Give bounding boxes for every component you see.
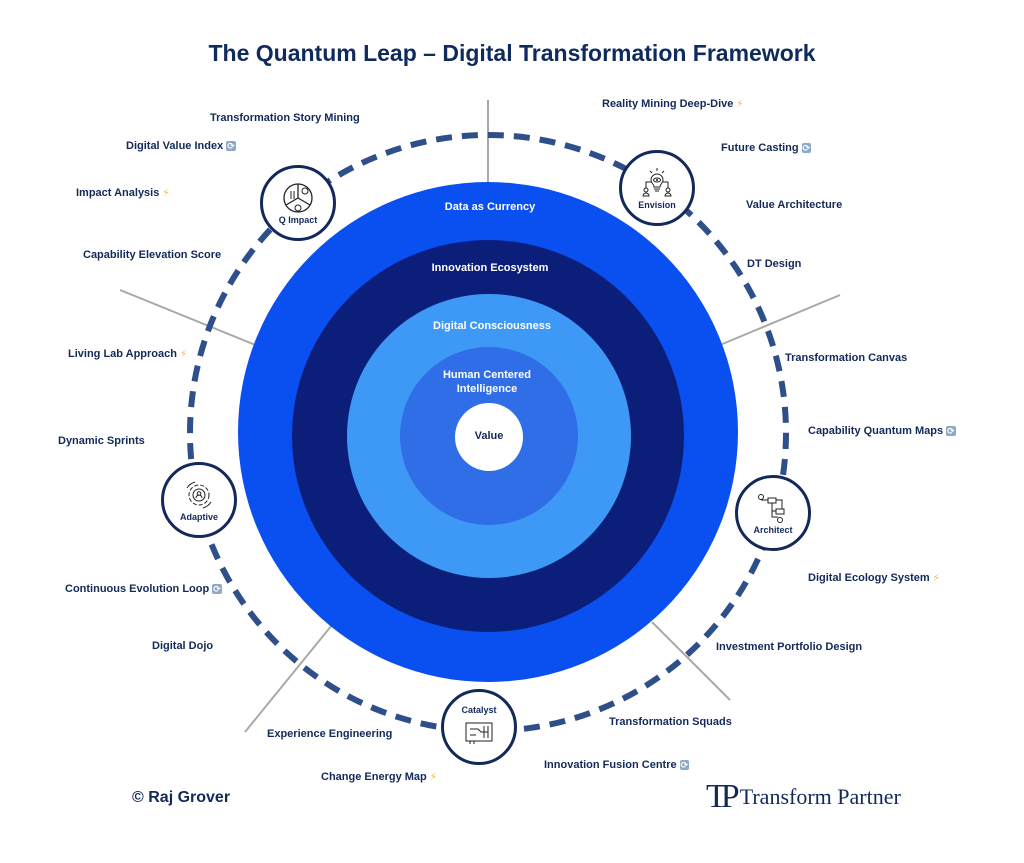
label-investment-portfolio-design: Investment Portfolio Design <box>716 641 863 653</box>
logo-text: Transform Partner <box>739 784 901 809</box>
label-digital-dojo: Digital Dojo <box>152 640 214 652</box>
label-change-energy-map: Change Energy Map⚡ <box>321 771 437 783</box>
divider-line <box>244 624 333 733</box>
divider-line <box>651 621 731 701</box>
lightning-icon: ⚡ <box>162 188 170 199</box>
label-continuous-evolution-loop: Continuous Evolution Loop⟳ <box>65 583 222 595</box>
lightning-icon: ⚡ <box>180 349 188 360</box>
circuit-board-icon <box>465 722 493 744</box>
lightning-icon: ⚡ <box>932 573 940 584</box>
label-digital-ecology-system: Digital Ecology System⚡ <box>808 572 940 584</box>
label-impact-analysis: Impact Analysis⚡ <box>76 187 170 199</box>
lightning-icon: ⚡ <box>429 772 437 783</box>
ring-label-second: Innovation Ecosystem <box>431 262 549 274</box>
node-q-impact[interactable]: Q Impact <box>260 165 336 241</box>
label-innovation-fusion-centre: Innovation Fusion Centre⟳ <box>544 759 690 771</box>
label-transformation-squads: Transformation Squads <box>609 716 732 728</box>
sync-icon: ⟳ <box>946 426 956 436</box>
pie-chart-icon <box>283 183 313 213</box>
node-catalyst[interactable]: Catalyst <box>441 689 517 765</box>
transform-partner-logo: TP Transform Partner <box>706 778 901 816</box>
label-experience-engineering: Experience Engineering <box>267 728 393 740</box>
center-label: Value <box>474 430 504 442</box>
label-dt-design: DT Design <box>747 258 802 270</box>
workflow-map-icon <box>758 494 785 523</box>
label-transformation-canvas: Transformation Canvas <box>785 352 908 364</box>
node-label: Envision <box>638 200 676 210</box>
copyright: © Raj Grover <box>132 789 231 806</box>
divider-lines <box>119 100 841 733</box>
sync-icon: ⟳ <box>801 143 812 153</box>
dashed-orbit <box>187 132 789 734</box>
divider-line <box>119 289 259 347</box>
label-digital-value-index: Digital Value Index⟳ <box>126 140 236 152</box>
label-dynamic-sprints: Dynamic Sprints <box>58 435 145 447</box>
label-living-lab-approach: Living Lab Approach⚡ <box>68 348 188 360</box>
page-title: The Quantum Leap – Digital Transformatio… <box>208 40 816 66</box>
label-future-casting: Future Casting⟳ <box>721 142 812 154</box>
center-value <box>455 403 523 471</box>
label-reality-mining: Reality Mining Deep-Dive⚡ <box>602 98 744 110</box>
node-label: Q Impact <box>278 215 318 225</box>
node-architect[interactable]: Architect <box>735 475 811 551</box>
label-capability-elevation-score: Capability Elevation Score <box>83 249 222 261</box>
node-label: Adaptive <box>179 512 218 522</box>
lightning-icon: ⚡ <box>736 99 744 110</box>
ring-label-fourth: Human Centered Intelligence <box>442 369 532 395</box>
sync-icon: ⟳ <box>212 584 222 594</box>
ring-label-third: Digital Consciousness <box>433 320 551 332</box>
lightbulb-eye-icon <box>642 168 672 197</box>
gear-person-icon <box>186 481 212 509</box>
divider-line <box>719 294 841 346</box>
label-value-architecture: Value Architecture <box>746 199 843 211</box>
label-capability-quantum-maps: Capability Quantum Maps⟳ <box>808 425 956 437</box>
sync-icon: ⟳ <box>679 760 690 770</box>
node-envision[interactable]: Envision <box>619 150 695 226</box>
node-label: Catalyst <box>461 705 497 715</box>
label-transformation-story-mining: Transformation Story Mining <box>210 112 360 124</box>
ring-label-outer: Data as Currency <box>444 201 536 213</box>
node-label: Architect <box>753 525 793 535</box>
logo-mark: TP <box>706 778 740 815</box>
node-adaptive[interactable]: Adaptive <box>161 462 237 538</box>
sync-icon: ⟳ <box>226 141 236 151</box>
